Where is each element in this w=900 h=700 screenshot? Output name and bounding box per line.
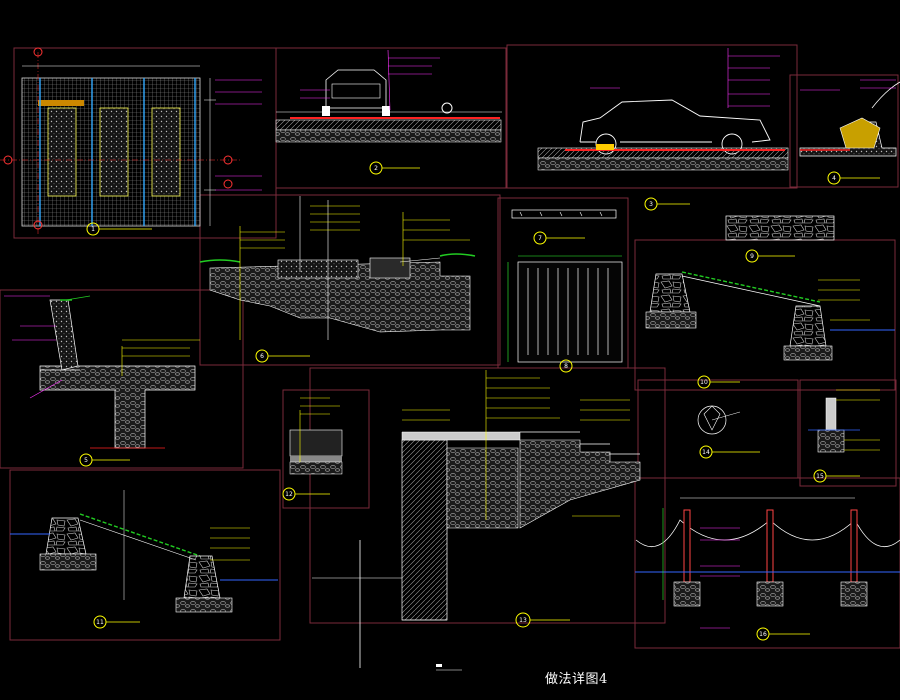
detail-number-10: 10 [700, 379, 708, 386]
detail-number-5: 5 [84, 457, 88, 464]
detail-step-section [312, 370, 641, 668]
detail-number-1: 1 [91, 226, 95, 233]
detail-number-3: 3 [649, 201, 653, 208]
detail-retaining-wall [4, 295, 200, 467]
detail-number-14: 14 [702, 449, 710, 456]
detail-post-cap [697, 405, 760, 459]
detail-number-2: 2 [374, 165, 378, 172]
detail-number-11: 11 [96, 619, 104, 626]
detail-number-6: 6 [260, 353, 264, 360]
scale-mark [436, 664, 462, 671]
grate-bars [527, 268, 609, 355]
detail-frames [0, 44, 900, 649]
detail-number-16: 16 [759, 631, 767, 638]
detail-pavement-layers [199, 196, 476, 363]
detail-number-labels: 1 2 3 4 5 6 7 8 9 10 11 12 13 14 15 16 [84, 165, 836, 638]
detail-number-12: 12 [285, 491, 293, 498]
detail-number-7: 7 [538, 235, 542, 242]
detail-curb [799, 79, 900, 185]
detail-fence-elevation [635, 497, 900, 641]
detail-post-base [808, 389, 880, 483]
detail-number-9: 9 [750, 253, 754, 260]
detail-number-15: 15 [816, 473, 824, 480]
detail-number-13: 13 [519, 617, 527, 624]
sheet-title: 做法详图4 [545, 672, 608, 687]
detail-parking-section-b [537, 48, 789, 211]
detail-parking-section-a [275, 49, 502, 175]
detail-slot-and-grate [507, 209, 623, 373]
detail-number-4: 4 [832, 175, 836, 182]
detail-stone-strip [725, 215, 835, 263]
detail-slope-wall [645, 271, 895, 389]
detail-slope-wall-2 [10, 490, 278, 629]
detail-plan-grid [0, 47, 262, 236]
detail-number-8: 8 [564, 363, 568, 370]
detail-layer-sample [282, 397, 343, 501]
